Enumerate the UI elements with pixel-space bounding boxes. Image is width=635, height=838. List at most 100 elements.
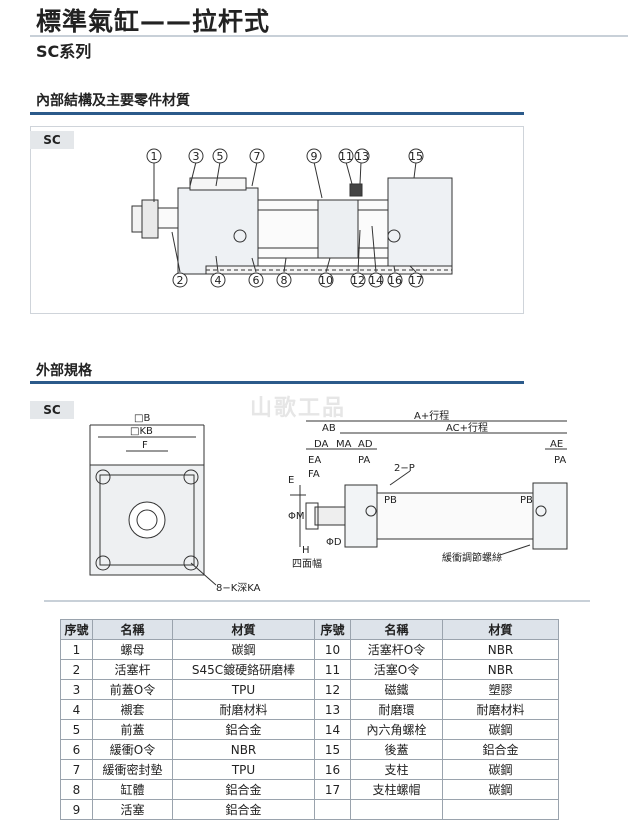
dim-box-kb: □KB bbox=[130, 426, 153, 437]
dim-da: DA bbox=[314, 439, 329, 450]
table-cell: 塑膠 bbox=[442, 679, 559, 700]
table-cell: TPU bbox=[172, 759, 315, 780]
front-cover bbox=[177, 187, 259, 275]
header-name: 名稱 bbox=[92, 619, 173, 640]
dim-phi-d: ΦD bbox=[326, 537, 342, 548]
table-cell: TPU bbox=[172, 679, 315, 700]
table-cell: 17 bbox=[314, 779, 351, 800]
dim-pb: PB bbox=[384, 495, 397, 506]
table-cell: NBR bbox=[442, 639, 559, 660]
callout-12: 12 bbox=[351, 274, 365, 287]
table-cell: 缸體 bbox=[92, 779, 173, 800]
table-cell bbox=[314, 799, 351, 820]
table-cell: 5 bbox=[60, 719, 93, 740]
internal-structure-diagram: 1 3 5 7 9 11 13 15 2 4 6 8 10 12 14 16 1… bbox=[131, 148, 453, 288]
callout-14: 14 bbox=[369, 274, 383, 287]
callout-3: 3 bbox=[193, 150, 200, 163]
table-cell: 內六角螺栓 bbox=[350, 719, 443, 740]
side-barrel bbox=[376, 492, 534, 540]
dim-ma: MA bbox=[336, 439, 352, 450]
header-material: 材質 bbox=[172, 619, 315, 640]
external-spec-heading: 外部規格 bbox=[36, 363, 92, 379]
dim-ea: EA bbox=[308, 455, 321, 466]
front-port bbox=[233, 229, 247, 243]
side-front-port bbox=[365, 505, 377, 517]
dim-f: F bbox=[142, 440, 148, 451]
table-cell: 碳鋼 bbox=[442, 779, 559, 800]
table-cell: 耐磨材料 bbox=[172, 699, 315, 720]
dim-phi-m: ΦM bbox=[288, 511, 305, 522]
header-no-2: 序號 bbox=[314, 619, 351, 640]
table-cell: 後蓋 bbox=[350, 739, 443, 760]
table-cell: 緩衝O令 bbox=[92, 739, 173, 760]
internal-model-tab: SC bbox=[30, 131, 74, 149]
table-cell: 碳鋼 bbox=[172, 639, 315, 660]
header-no: 序號 bbox=[60, 619, 93, 640]
tierod-hole-bl bbox=[95, 555, 111, 571]
dim-e: E bbox=[288, 475, 294, 486]
table-cell: 1 bbox=[60, 639, 93, 660]
table-cell: 鋁合金 bbox=[172, 779, 315, 800]
internal-structure-heading: 內部結構及主要零件材質 bbox=[36, 93, 190, 109]
front-cover-top bbox=[189, 177, 247, 191]
table-cell: 鋁合金 bbox=[172, 799, 315, 820]
rod-circle bbox=[128, 501, 166, 539]
table-cell: 3 bbox=[60, 679, 93, 700]
dim-a: A+行程 bbox=[414, 409, 449, 422]
external-heading-rule bbox=[30, 381, 524, 384]
callout-7: 7 bbox=[254, 150, 261, 163]
dim-ae: AE bbox=[550, 439, 563, 450]
title-divider bbox=[30, 35, 628, 37]
table-cell: 活塞杆 bbox=[92, 659, 173, 680]
side-rod bbox=[314, 506, 346, 526]
callout-8: 8 bbox=[281, 274, 288, 287]
callout-16: 16 bbox=[388, 274, 402, 287]
table-cell: 12 bbox=[314, 679, 351, 700]
callout-6: 6 bbox=[253, 274, 260, 287]
header-name-2: 名稱 bbox=[350, 619, 443, 640]
table-cell: 前蓋O令 bbox=[92, 679, 173, 700]
callout-9: 9 bbox=[311, 150, 318, 163]
dim-box-b: □B bbox=[134, 413, 150, 424]
series-label: SC系列 bbox=[36, 42, 92, 61]
table-cell: 活塞 bbox=[92, 799, 173, 820]
table-cell: 鋁合金 bbox=[442, 739, 559, 760]
dim-ad: AD bbox=[358, 439, 373, 450]
callout-13: 13 bbox=[355, 150, 369, 163]
table-cell: S45C鍍硬鉻研磨棒 bbox=[172, 659, 315, 680]
dim-ac: AC+行程 bbox=[446, 421, 488, 434]
dim-flats: 四面幅 bbox=[292, 557, 322, 570]
external-model-tab: SC bbox=[30, 401, 74, 419]
table-cell: 支柱 bbox=[350, 759, 443, 780]
callout-4: 4 bbox=[215, 274, 222, 287]
callout-10: 10 bbox=[319, 274, 333, 287]
table-cell: 磁鐵 bbox=[350, 679, 443, 700]
table-cell: 2 bbox=[60, 659, 93, 680]
table-cell: 碳鋼 bbox=[442, 759, 559, 780]
side-rear-port bbox=[535, 505, 547, 517]
table-cell: 活塞O令 bbox=[350, 659, 443, 680]
side-rod-nut bbox=[305, 502, 319, 530]
callout-2: 2 bbox=[177, 274, 184, 287]
dim-2p: 2−P bbox=[394, 463, 415, 474]
nut-hex bbox=[141, 199, 159, 239]
header-material-2: 材質 bbox=[442, 619, 559, 640]
rod-inner-circle bbox=[136, 509, 158, 531]
table-cell: 襯套 bbox=[92, 699, 173, 720]
table-cell: 鋁合金 bbox=[172, 719, 315, 740]
table-cell: 11 bbox=[314, 659, 351, 680]
dim-pa: PA bbox=[358, 455, 370, 466]
table-top-rule bbox=[44, 600, 590, 602]
callout-1: 1 bbox=[151, 150, 158, 163]
dim-ab: AB bbox=[322, 423, 336, 434]
table-cell: 4 bbox=[60, 699, 93, 720]
table-cell: 耐磨環 bbox=[350, 699, 443, 720]
